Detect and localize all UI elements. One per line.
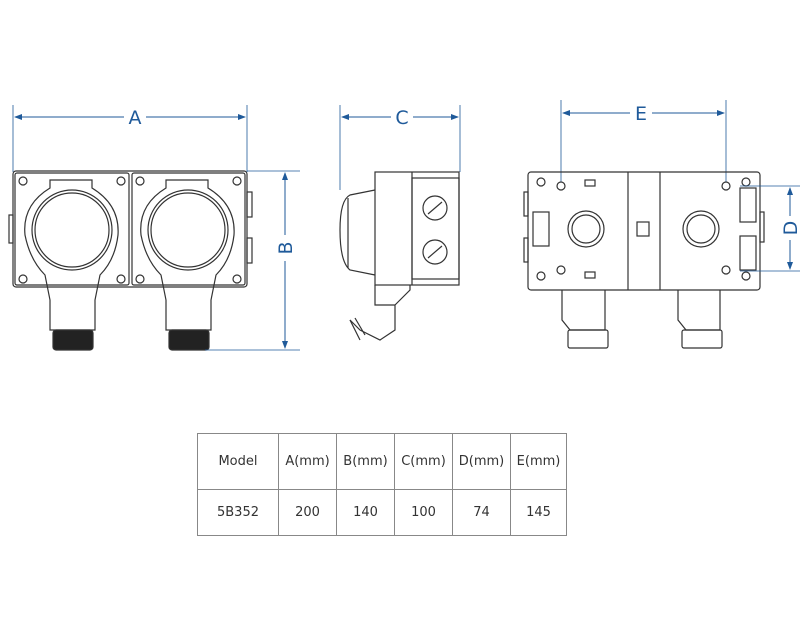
header-d: D(mm)	[452, 433, 511, 490]
cell-model: 5B352	[197, 489, 279, 536]
cell-c: 100	[394, 489, 453, 536]
technical-drawing: A B C	[8, 100, 800, 351]
dimension-c-label: C	[395, 107, 408, 129]
table-header-row: Model A(mm) B(mm) C(mm) D(mm) E(mm)	[197, 433, 567, 490]
dimension-e-label: E	[635, 103, 647, 125]
dimensions-table: Model A(mm) B(mm) C(mm) D(mm) E(mm) 5B35…	[197, 433, 567, 536]
cell-d: 74	[452, 489, 511, 536]
dimension-b-label: B	[275, 241, 297, 254]
cell-b: 140	[336, 489, 395, 536]
dimension-d-label: D	[780, 221, 800, 236]
rear-view	[523, 100, 800, 349]
header-a: A(mm)	[278, 433, 337, 490]
table-row: 5B352 200 140 100 74 145	[197, 489, 567, 536]
header-e: E(mm)	[510, 433, 567, 490]
header-model: Model	[197, 433, 279, 490]
header-b: B(mm)	[336, 433, 395, 490]
cell-a: 200	[278, 489, 337, 536]
header-c: C(mm)	[394, 433, 453, 490]
dimension-a-label: A	[129, 107, 142, 129]
cell-e: 145	[510, 489, 567, 536]
side-view	[339, 105, 461, 341]
front-view	[8, 105, 300, 351]
